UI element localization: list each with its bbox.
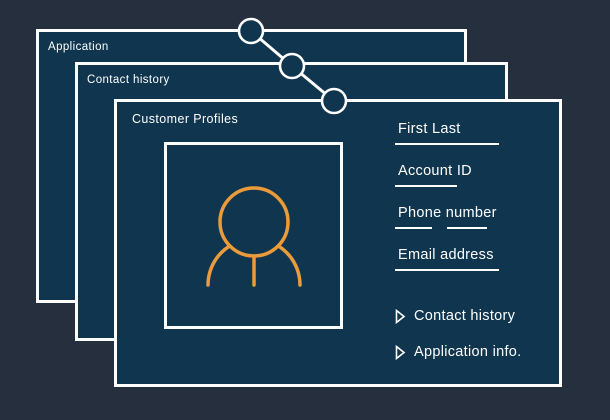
profile-avatar-box xyxy=(164,142,343,329)
expander-contact-history[interactable]: Contact history xyxy=(395,307,521,326)
field-underline xyxy=(447,227,487,229)
field-label-email: Email address xyxy=(398,247,494,263)
expand-triangle-icon xyxy=(395,309,406,324)
field-label-phone: Phone number xyxy=(398,205,497,221)
field-underline xyxy=(395,143,499,145)
field-underline xyxy=(395,185,457,187)
field-label-name: First Last xyxy=(398,121,461,137)
field-label-account-id: Account ID xyxy=(398,163,472,179)
field-row-email: Email address xyxy=(395,246,555,271)
field-underline xyxy=(395,269,499,271)
profile-fields: First Last Account ID Phone number Email… xyxy=(395,120,555,288)
expander-label-application-info: Application info. xyxy=(414,344,522,360)
field-underline-split xyxy=(395,227,555,229)
layer-card-customer-profiles: Customer Profiles First Last Account ID … xyxy=(114,99,562,387)
field-row-name: First Last xyxy=(395,120,555,145)
profile-expanders: Contact history Application info. xyxy=(395,307,521,379)
layer-label-contact-history: Contact history xyxy=(87,74,170,86)
expander-application-info[interactable]: Application info. xyxy=(395,343,521,362)
expand-triangle-icon xyxy=(395,345,406,360)
layer-label-application: Application xyxy=(48,41,109,53)
expander-label-contact-history: Contact history xyxy=(414,308,516,324)
field-underline xyxy=(395,227,432,229)
field-row-phone: Phone number xyxy=(395,204,555,229)
field-row-account-id: Account ID xyxy=(395,162,555,187)
user-icon xyxy=(206,186,302,287)
layer-label-customer-profiles: Customer Profiles xyxy=(132,112,239,126)
